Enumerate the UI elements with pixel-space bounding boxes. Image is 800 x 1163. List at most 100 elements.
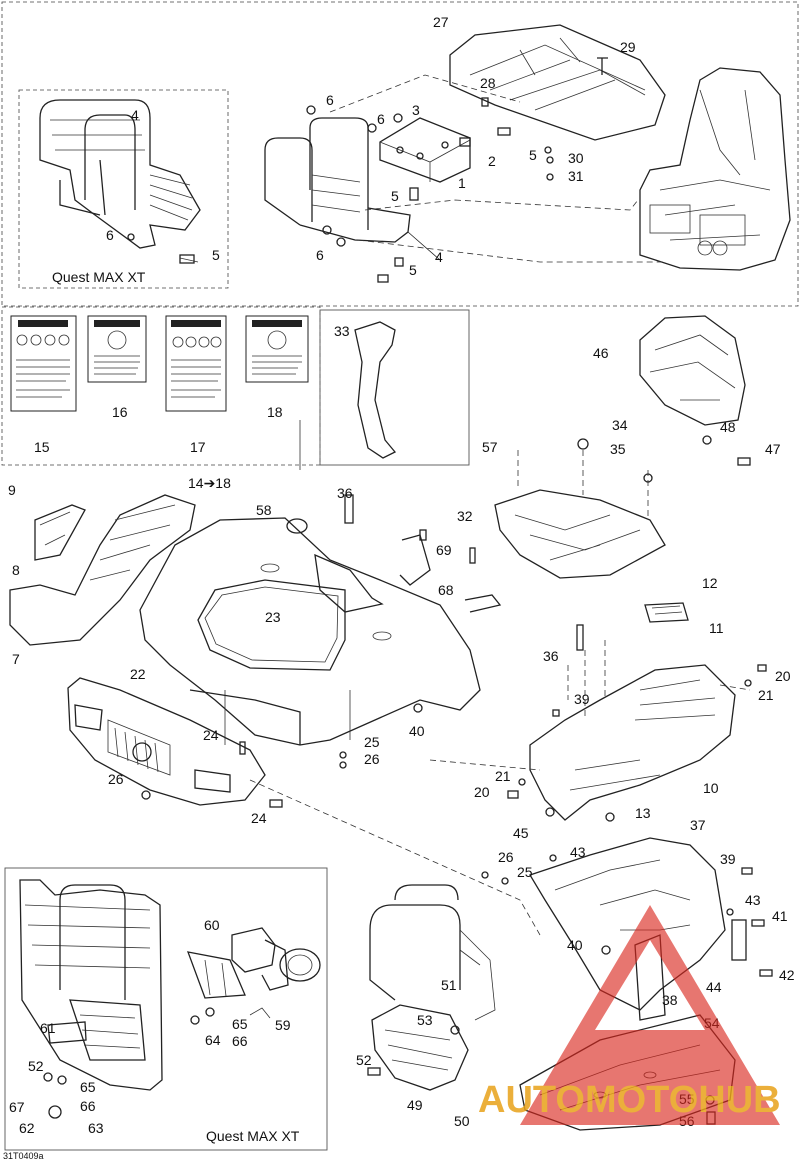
callout-35: 35 xyxy=(610,441,626,457)
callout-6: 6 xyxy=(106,227,114,243)
callout-36: 36 xyxy=(337,485,353,501)
callout-47: 47 xyxy=(765,441,781,457)
front-rack xyxy=(449,24,666,181)
callout-24: 24 xyxy=(203,727,219,743)
callout-25: 25 xyxy=(517,864,533,880)
callout-26: 26 xyxy=(108,771,124,787)
left-footwell xyxy=(9,494,196,646)
callout-50: 50 xyxy=(454,1113,470,1129)
callout-34: 34 xyxy=(612,417,628,433)
callout-53: 53 xyxy=(417,1012,433,1028)
callout-60: 60 xyxy=(204,917,220,933)
top-routing-lines xyxy=(329,74,665,263)
callout-5: 5 xyxy=(409,262,417,278)
callout-4: 4 xyxy=(131,107,139,123)
callout-6: 6 xyxy=(326,92,334,108)
callout-12: 12 xyxy=(702,575,718,591)
callout-16: 16 xyxy=(112,404,128,420)
callout-52: 52 xyxy=(356,1052,372,1068)
callout-66: 66 xyxy=(232,1033,248,1049)
callout-6: 6 xyxy=(316,247,324,263)
callout-39: 39 xyxy=(574,691,590,707)
callout-9: 9 xyxy=(8,482,16,498)
front-bracket-plate xyxy=(379,117,471,201)
callout-40: 40 xyxy=(567,937,583,953)
callout-27: 27 xyxy=(433,14,449,30)
callout-23: 23 xyxy=(265,609,281,625)
watermark-triangle-icon xyxy=(520,905,780,1125)
callout-25: 25 xyxy=(364,734,380,750)
skid-plate-49 xyxy=(367,1004,469,1091)
inset-caption-top: Quest MAX XT xyxy=(52,269,146,285)
watermark-text: AUTOMOTOHUB xyxy=(478,1079,781,1121)
callout-40: 40 xyxy=(409,723,425,739)
callout-31: 31 xyxy=(568,168,584,184)
callout-51: 51 xyxy=(441,977,457,993)
callout-7: 7 xyxy=(12,651,20,667)
callout-62: 62 xyxy=(19,1120,35,1136)
hardware xyxy=(239,97,773,977)
inset-winch-max-xt: Quest MAX XT xyxy=(19,879,321,1144)
front-body xyxy=(139,420,481,746)
callout-22: 22 xyxy=(130,666,146,682)
vehicle-frame-front xyxy=(639,67,791,271)
callout-69: 69 xyxy=(436,542,452,558)
callout-29: 29 xyxy=(620,39,636,55)
callout-5: 5 xyxy=(391,188,399,204)
callout-17: 17 xyxy=(190,439,206,455)
callout-64: 64 xyxy=(205,1032,221,1048)
front-bumper-assembly xyxy=(264,117,441,267)
decal-15 xyxy=(10,315,77,412)
callout-28: 28 xyxy=(480,75,496,91)
inset-front-bumper-max-xt: Quest MAX XT xyxy=(39,99,201,285)
callout-5: 5 xyxy=(212,247,220,263)
callout-68: 68 xyxy=(438,582,454,598)
callout-43: 43 xyxy=(570,844,586,860)
rear-fender-37 xyxy=(529,837,747,1021)
callout-58: 58 xyxy=(256,502,272,518)
skid-plate-32 xyxy=(494,438,666,579)
callout-11: 11 xyxy=(709,620,724,636)
callout-48: 48 xyxy=(720,419,736,435)
callout-65: 65 xyxy=(232,1016,248,1032)
callout-5: 5 xyxy=(529,147,537,163)
callout-45: 45 xyxy=(513,825,529,841)
callout-65: 65 xyxy=(80,1079,96,1095)
callout-41: 41 xyxy=(772,908,788,924)
callout-26: 26 xyxy=(364,751,380,767)
callout-20: 20 xyxy=(474,784,490,800)
callout-30: 30 xyxy=(568,150,584,166)
callout-33: 33 xyxy=(334,323,350,339)
callout-57: 57 xyxy=(482,439,498,455)
callout-2: 2 xyxy=(488,153,496,169)
callout-38: 38 xyxy=(662,992,678,1008)
callout-42: 42 xyxy=(779,967,795,983)
decal-17 xyxy=(165,315,227,412)
callout-66: 66 xyxy=(80,1098,96,1114)
callout-39: 39 xyxy=(720,851,736,867)
callout-32: 32 xyxy=(457,508,473,524)
callout-26: 26 xyxy=(498,849,514,865)
callout-24: 24 xyxy=(251,810,267,826)
right-footwell xyxy=(529,602,736,821)
callout-21: 21 xyxy=(495,768,511,784)
callout-20: 20 xyxy=(775,668,791,684)
callout-15: 15 xyxy=(34,439,50,455)
callout-36: 36 xyxy=(543,648,559,664)
callout-3: 3 xyxy=(412,102,420,118)
callout-1: 1 xyxy=(458,175,466,191)
decal-18 xyxy=(245,315,309,383)
callout-numbers: 1 2 3 4 4 5 5 5 5 6 6 6 6 7 8 9 10 11 12… xyxy=(3,14,795,1161)
callout-59: 59 xyxy=(275,1017,291,1033)
callout-44: 44 xyxy=(706,979,722,995)
callout-46: 46 xyxy=(593,345,609,361)
inset-caption-bottom: Quest MAX XT xyxy=(206,1128,300,1144)
callout-52: 52 xyxy=(28,1058,44,1074)
decal-16 xyxy=(87,315,147,383)
callout-10: 10 xyxy=(703,780,719,796)
front-fender-46 xyxy=(639,315,751,466)
callout-13: 13 xyxy=(635,805,651,821)
callout-4: 4 xyxy=(435,249,443,265)
callout-14-18: 14➔18 xyxy=(188,475,231,491)
